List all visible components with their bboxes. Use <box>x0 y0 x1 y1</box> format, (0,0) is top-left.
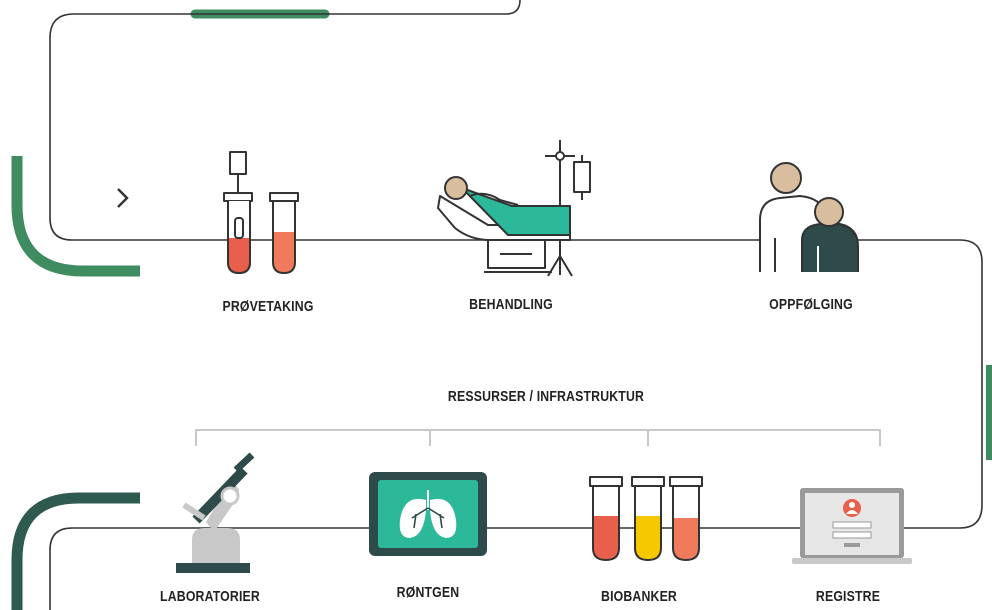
resource-label-biobanks: BIOBANKER <box>601 588 677 605</box>
biobank-tubes-icon <box>589 476 703 561</box>
chevron-right-icon[interactable] <box>117 188 129 208</box>
accent-corner-green <box>11 156 140 277</box>
sample-tubes-icon <box>223 151 299 274</box>
stage-label-sampling: PRØVETAKING <box>222 298 314 315</box>
patient-bed-iv-icon <box>437 140 591 277</box>
process-flow-line <box>49 0 983 610</box>
resource-label-xray: RØNTGEN <box>396 584 460 601</box>
resources-bracket <box>195 429 881 446</box>
stage-label-followup: OPPFØLGING <box>769 296 853 313</box>
resource-label-registries: REGISTRE <box>815 588 881 605</box>
accent-corner-dark <box>11 492 140 610</box>
stage-label-treatment: BEHANDLING <box>469 296 553 313</box>
lung-xray-icon <box>369 472 487 556</box>
registry-laptop-icon <box>792 488 912 564</box>
caregiver-patient-icon <box>759 162 859 272</box>
resources-title: RESSURSER / INFRASTRUKTUR <box>447 388 645 405</box>
microscope-icon <box>176 452 255 573</box>
resource-label-laboratories: LABORATORIER <box>160 588 260 605</box>
